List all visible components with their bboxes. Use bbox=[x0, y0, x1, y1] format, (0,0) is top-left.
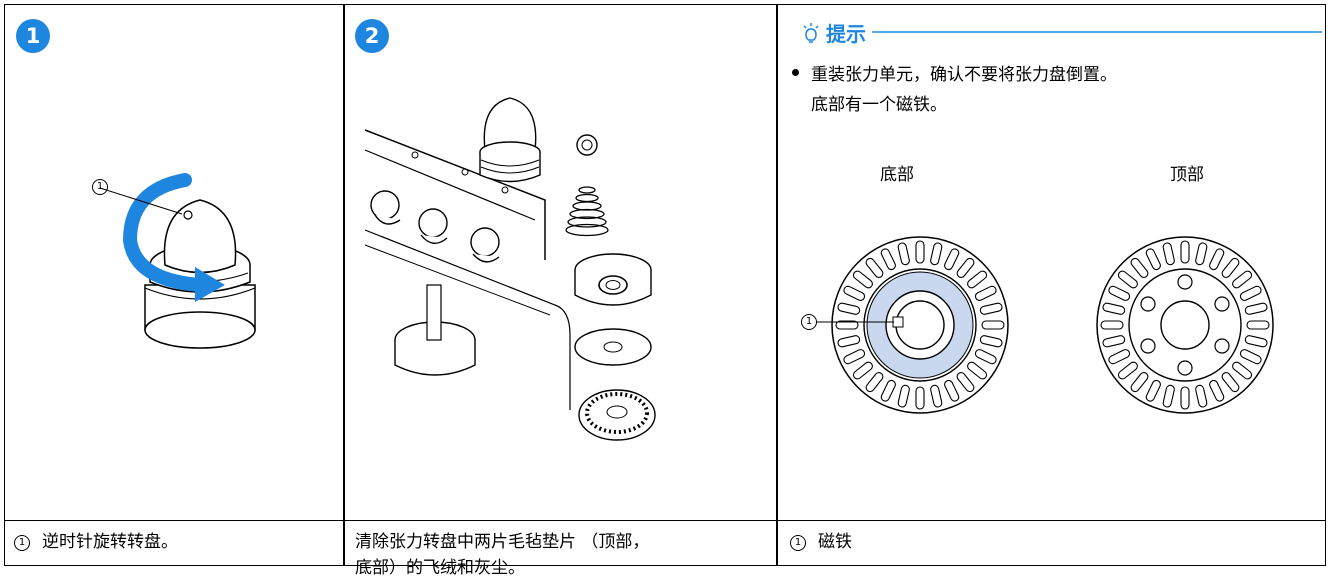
disk-slot bbox=[1239, 349, 1262, 365]
caption-divider bbox=[4, 520, 1326, 521]
magnet-callout: 1 bbox=[801, 314, 817, 330]
disk-slot bbox=[1117, 270, 1138, 289]
disk-slot bbox=[1162, 242, 1175, 266]
hint-bullet-line-2: 底部有一个磁铁。 bbox=[811, 95, 947, 115]
hint-title: 提示 bbox=[826, 22, 866, 46]
step-2-caption: 清除张力转盘中两片毛毡垫片 （顶部， 底部）的飞绒和灰尘。 bbox=[355, 529, 649, 581]
disk-slot bbox=[1195, 384, 1208, 408]
disk-slot bbox=[1180, 240, 1190, 264]
disk-slot bbox=[1232, 361, 1253, 380]
disk-slot bbox=[1162, 384, 1175, 408]
column-divider-1 bbox=[343, 4, 345, 566]
disk-slot bbox=[981, 320, 1005, 330]
disk-slot bbox=[843, 285, 866, 301]
disk-slot bbox=[1232, 270, 1253, 289]
disk-slot bbox=[979, 302, 1003, 315]
step-1-callout: 1 bbox=[92, 179, 108, 195]
disk-slot bbox=[979, 335, 1003, 348]
disk-slot bbox=[1100, 320, 1124, 330]
disk-slot bbox=[930, 242, 943, 266]
step-1-badge: 1 bbox=[16, 19, 50, 53]
disk-slot bbox=[1221, 257, 1240, 278]
tension-disk-top-illustration bbox=[1096, 236, 1274, 414]
disk-slot bbox=[944, 379, 960, 402]
disk-slot bbox=[956, 257, 975, 278]
disk-slot bbox=[897, 242, 910, 266]
disk-slot bbox=[1239, 285, 1262, 301]
disk-slot bbox=[865, 257, 884, 278]
disk-slot bbox=[897, 384, 910, 408]
tension-unit-disassembly-illustration bbox=[364, 97, 656, 441]
lightbulb-icon bbox=[803, 22, 819, 43]
disk-slot bbox=[1145, 248, 1161, 271]
disk-slot bbox=[1117, 361, 1138, 380]
disk-slot bbox=[1108, 285, 1131, 301]
disk-slot bbox=[915, 386, 925, 410]
disk-slot bbox=[865, 372, 884, 393]
disk-slot bbox=[1145, 379, 1161, 402]
disk-slot bbox=[1102, 302, 1126, 315]
disk-slot bbox=[930, 384, 943, 408]
instruction-table bbox=[4, 4, 1326, 566]
disk-slot bbox=[974, 349, 997, 365]
disk-slot bbox=[837, 302, 861, 315]
disk-slot bbox=[1180, 386, 1190, 410]
step-1-caption-text: 逆时针旋转转盘。 bbox=[42, 532, 178, 552]
disk-slot bbox=[880, 248, 896, 271]
disk-slot bbox=[837, 335, 861, 348]
disk-slot bbox=[835, 320, 859, 330]
column-divider-2 bbox=[776, 4, 778, 566]
disk-slot bbox=[1130, 257, 1149, 278]
disk-slot bbox=[1244, 302, 1268, 315]
disk-slot bbox=[1102, 335, 1126, 348]
disk-slot bbox=[1221, 372, 1240, 393]
disk-slot bbox=[852, 361, 873, 380]
disk-slot bbox=[1195, 242, 1208, 266]
dial-rotation-illustration bbox=[99, 173, 256, 349]
tension-disk-bottom-illustration bbox=[831, 236, 1009, 414]
disk-slot bbox=[852, 270, 873, 289]
hint-caption-text: 磁铁 bbox=[818, 532, 852, 552]
hint-caption-marker: 1 bbox=[790, 535, 806, 551]
hint-bullet-line-1: 重装张力单元，确认不要将张力盘倒置。 bbox=[811, 65, 1117, 85]
disk-slot bbox=[1130, 372, 1149, 393]
hint-header: 提示 bbox=[802, 18, 866, 47]
hint-rule bbox=[872, 31, 1322, 33]
disk-slot bbox=[880, 379, 896, 402]
disk-slot bbox=[915, 240, 925, 264]
disk-slot bbox=[956, 372, 975, 393]
disk-slot bbox=[967, 361, 988, 380]
disk-slot bbox=[1209, 379, 1225, 402]
step-2-caption-line-1: 清除张力转盘中两片毛毡垫片 （顶部， bbox=[355, 532, 650, 552]
disk-slot bbox=[1108, 349, 1131, 365]
disk-slot bbox=[974, 285, 997, 301]
label-top: 顶部 bbox=[1170, 165, 1204, 185]
hint-caption: 1 磁铁 bbox=[790, 529, 852, 555]
bullet-icon bbox=[792, 69, 799, 76]
step-1-caption-marker: 1 bbox=[14, 535, 30, 551]
label-bottom: 底部 bbox=[880, 165, 914, 185]
disk-slot bbox=[967, 270, 988, 289]
disk-slot bbox=[1244, 335, 1268, 348]
disk-slot bbox=[944, 248, 960, 271]
magnet-callout-line bbox=[816, 321, 894, 323]
disk-slot bbox=[1246, 320, 1270, 330]
step-2-badge: 2 bbox=[355, 19, 389, 53]
hint-bullet: 重装张力单元，确认不要将张力盘倒置。 底部有一个磁铁。 bbox=[792, 60, 1117, 120]
disk-slot bbox=[843, 349, 866, 365]
step-2-caption-line-2: 底部）的飞绒和灰尘。 bbox=[355, 558, 525, 578]
step-1-caption: 1 逆时针旋转转盘。 bbox=[14, 529, 178, 555]
disk-slot bbox=[1209, 248, 1225, 271]
